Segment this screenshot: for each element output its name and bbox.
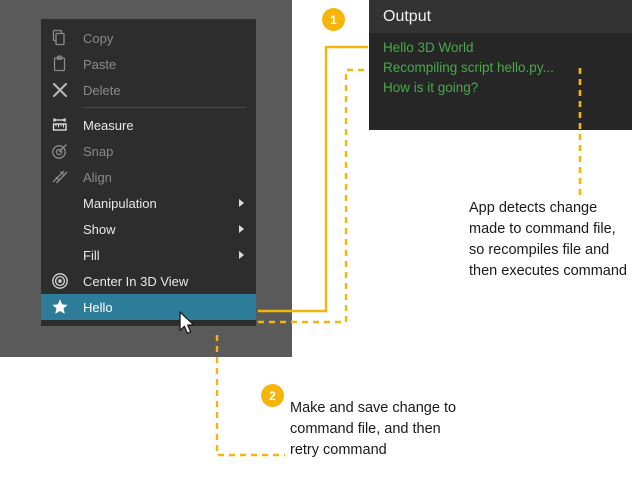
callout-badge-2: 2 xyxy=(261,384,284,407)
chevron-right-icon xyxy=(239,251,244,259)
menu-item-center-in-3d-view[interactable]: Center In 3D View xyxy=(41,268,256,294)
menu-item-paste[interactable]: Paste xyxy=(41,51,256,77)
menu-item-label: Hello xyxy=(83,299,113,315)
menu-item-measure[interactable]: Measure xyxy=(41,112,256,138)
chevron-right-icon xyxy=(239,225,244,233)
star-icon xyxy=(51,297,77,317)
ruler-icon xyxy=(51,115,77,135)
menu-item-label: Copy xyxy=(83,30,114,46)
no-icon xyxy=(51,193,77,213)
context-menu[interactable]: Copy Paste Delete xyxy=(41,19,256,326)
output-line: Hello 3D World xyxy=(383,40,474,55)
output-line: How is it going? xyxy=(383,80,479,95)
output-line: Recompiling script hello.py... xyxy=(383,60,554,75)
no-icon xyxy=(51,245,77,265)
menu-item-hello[interactable]: Hello xyxy=(41,294,256,320)
callout-badge-1: 1 xyxy=(322,8,345,31)
menu-item-fill[interactable]: Fill xyxy=(41,242,256,268)
mouse-cursor-icon xyxy=(179,311,197,337)
center-view-icon xyxy=(51,271,77,291)
menu-item-manipulation[interactable]: Manipulation xyxy=(41,190,256,216)
menu-item-label: Fill xyxy=(83,247,100,263)
clipboard-icon xyxy=(51,54,77,74)
menu-item-label: Manipulation xyxy=(83,195,157,211)
callout-text-2: Make and save change to command file, an… xyxy=(290,400,457,458)
align-lines-icon xyxy=(51,167,77,187)
chevron-right-icon xyxy=(239,199,244,207)
copy-icon xyxy=(51,28,77,48)
output-panel-header: Output xyxy=(369,0,632,33)
menu-separator xyxy=(83,107,246,108)
x-delete-icon xyxy=(51,80,77,100)
menu-item-copy[interactable]: Copy xyxy=(41,25,256,51)
callout-badge-number: 1 xyxy=(330,12,337,27)
snap-target-icon xyxy=(51,141,77,161)
menu-item-label: Center In 3D View xyxy=(83,273,189,289)
menu-item-label: Align xyxy=(83,169,112,185)
menu-item-show[interactable]: Show xyxy=(41,216,256,242)
menu-item-label: Paste xyxy=(83,56,117,72)
output-panel-body[interactable]: Hello 3D World Recompiling script hello.… xyxy=(369,33,632,98)
menu-item-label: Show xyxy=(83,221,116,237)
menu-item-label: Delete xyxy=(83,82,121,98)
menu-item-label: Snap xyxy=(83,143,114,159)
menu-item-delete[interactable]: Delete xyxy=(41,77,256,103)
no-icon xyxy=(51,219,77,239)
output-panel-title: Output xyxy=(383,7,432,25)
callout-badge-number: 2 xyxy=(269,388,276,403)
callout-text-1: App detects change made to command file,… xyxy=(469,200,627,279)
output-panel: Output Hello 3D World Recompiling script… xyxy=(369,0,632,130)
menu-item-align[interactable]: Align xyxy=(41,164,256,190)
menu-item-snap[interactable]: Snap xyxy=(41,138,256,164)
menu-item-label: Measure xyxy=(83,117,134,133)
